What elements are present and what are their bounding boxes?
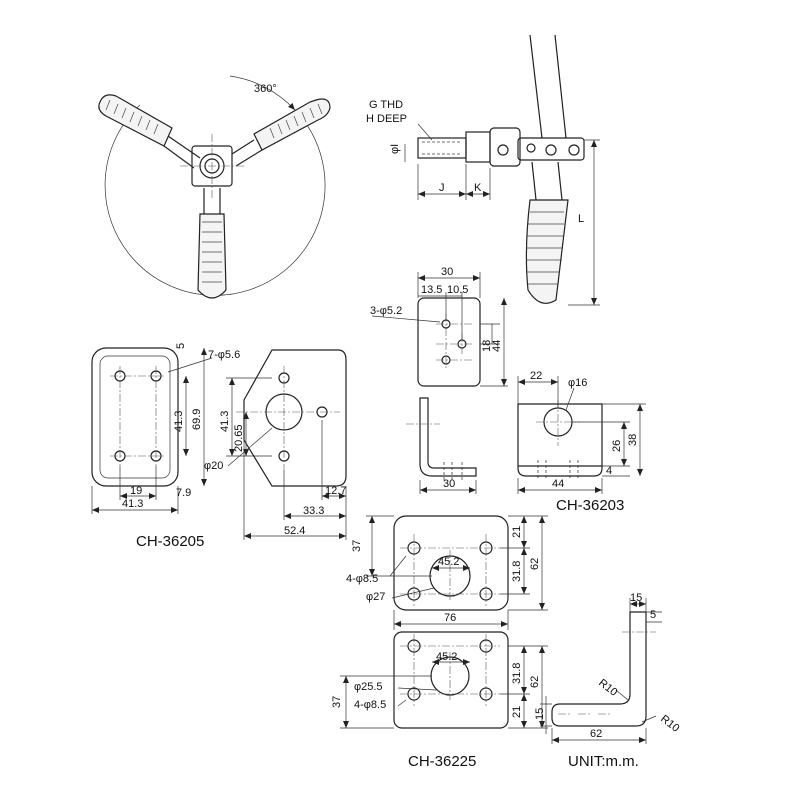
j-label: J — [439, 182, 445, 194]
ch36203-title: CH-36203 — [556, 497, 624, 514]
left-arm — [98, 94, 201, 169]
side-view-clamp: G THD H DEEP φI J K L — [366, 34, 600, 306]
ch36225-phi27: φ27 — [366, 591, 385, 603]
ch36205-d69-9: 69.9 — [191, 409, 203, 430]
ch36225-phi25-5: φ25.5 — [354, 681, 383, 693]
ch36203-d30: 30 — [441, 266, 453, 278]
ch36203-front: 30 13.5 10.5 3-φ5.2 18 44 — [370, 266, 508, 387]
ch36203-d10-5: 10.5 — [447, 284, 468, 296]
l-label: L — [578, 213, 584, 225]
k-label: K — [474, 182, 482, 194]
ch36203-phi16: φ16 — [568, 377, 587, 389]
ch36205-d5: 5 — [175, 343, 187, 349]
ch36225-d37b: 37 — [331, 696, 343, 708]
ch36225-r10a: R10 — [596, 677, 619, 699]
ch36205-d41-3h: 41.3 — [122, 498, 143, 510]
ch36203-d30b: 30 — [443, 478, 455, 490]
ch36205-plate: 41.3 20.65 φ20 12.7 33.3 52.4 CH-36205 — [136, 349, 347, 550]
ch36205-d41-3v2: 41.3 — [219, 411, 231, 432]
ch36225-d21a: 21 — [511, 526, 523, 538]
rotation-label: 360° — [254, 83, 277, 95]
right-arm — [231, 98, 331, 167]
ch36225-d62a: 62 — [529, 558, 541, 570]
ch36225-d31-8b: 31.8 — [511, 663, 523, 684]
ch36225-d62c: 62 — [590, 728, 602, 740]
ch36205-d20-65: 20.65 — [233, 424, 245, 452]
top-view-handle: 360° — [98, 75, 331, 299]
ch36203-holes: 3-φ5.2 — [370, 305, 402, 317]
ch36203-side: 30 — [406, 397, 477, 494]
ch36225-upper: 45.2 37 4-φ8.5 φ27 21 31.8 62 76 — [346, 515, 548, 630]
unit-label: UNIT:m.m. — [568, 753, 639, 770]
thread-label-g: G THD — [369, 99, 403, 111]
ch36225-d5: 5 — [650, 609, 656, 621]
dia-i-label: φI — [389, 144, 401, 154]
ch36225-lower: 45.2 φ25.5 4-φ8.5 37 31.8 62 21 CH-36225 — [331, 631, 548, 770]
bottom-arm — [197, 188, 227, 299]
ch36225-d76: 76 — [444, 612, 456, 624]
ch36225-d45-2a: 45.2 — [438, 556, 459, 568]
ch36225-d15b: 15 — [534, 708, 546, 720]
ch36205-d33-3: 33.3 — [303, 505, 324, 517]
ch36225-holes-a: 4-φ8.5 — [346, 573, 378, 585]
ch36203-d18: 18 — [481, 340, 493, 352]
ch36225-d45-2b: 45.2 — [436, 651, 457, 663]
ch36225-d15a: 15 — [630, 592, 642, 604]
ch36203-d4: 4 — [606, 465, 612, 477]
ch36205-d41-3v: 41.3 — [173, 411, 185, 432]
ch36203-top: 22 φ16 26 38 4 44 CH-36203 — [517, 370, 646, 514]
ch36203-d44v: 44 — [491, 340, 503, 352]
thread-label-h: H DEEP — [366, 113, 407, 125]
ch36205-d12-7: 12.7 — [325, 485, 346, 497]
ch36225-d37a: 37 — [351, 540, 363, 552]
ch36205-d19: 19 — [130, 485, 142, 497]
ch36225-r10b: R10 — [658, 713, 681, 735]
ch36203-d26: 26 — [611, 440, 623, 452]
ch36205-d7-9: 7.9 — [176, 487, 191, 499]
ch36203-d38: 38 — [627, 434, 639, 446]
ch36225-d62b: 62 — [529, 676, 541, 688]
ch36203-d44h: 44 — [552, 478, 564, 490]
ch36205-holes: 7-φ5.6 — [208, 349, 240, 361]
ch36205-d52-4: 52.4 — [284, 525, 305, 537]
ch36225-d31-8a: 31.8 — [511, 561, 523, 582]
ch36203-d13-5: 13.5 — [421, 284, 442, 296]
ch36205-front: 7-φ5.6 5 41.3 69.9 19 7.9 41.3 — [91, 343, 240, 514]
ch36225-holes-b: 4-φ8.5 — [354, 699, 386, 711]
ch36203-d22: 22 — [530, 370, 542, 382]
ch36225-bracket: 15 5 R10 R10 15 62 — [534, 592, 681, 744]
hub — [180, 134, 244, 198]
ch36205-phi20: φ20 — [204, 460, 223, 472]
ch36205-title: CH-36205 — [136, 533, 204, 550]
ch36225-d21b: 21 — [511, 706, 523, 718]
ch36225-title: CH-36225 — [408, 753, 476, 770]
